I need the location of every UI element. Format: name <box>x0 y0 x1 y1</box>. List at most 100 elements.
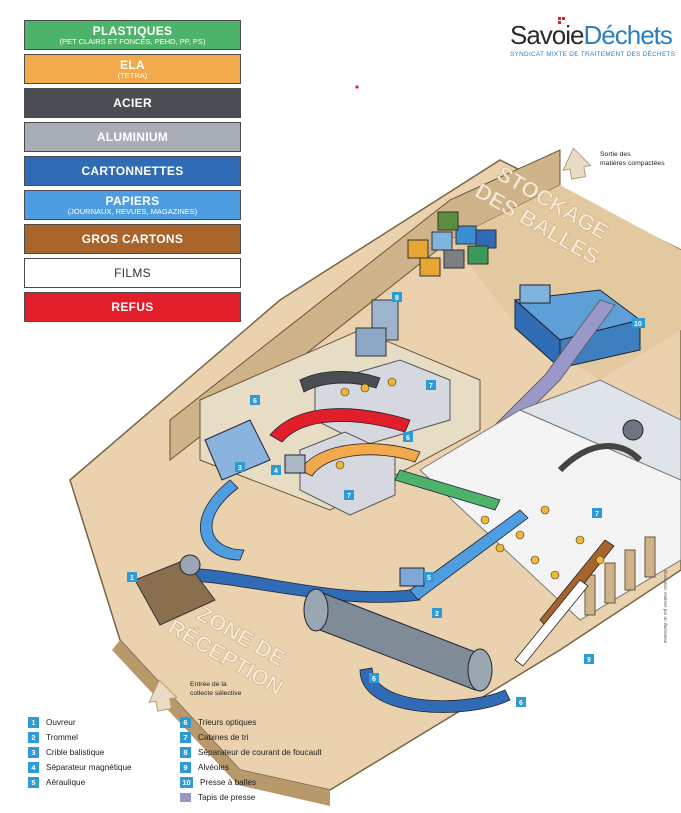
legend-label: Trommel <box>46 732 78 742</box>
legend-badge: 7 <box>180 731 191 743</box>
stream-gros-cartons: GROS CARTONS <box>24 224 241 254</box>
svg-text:6: 6 <box>519 700 523 707</box>
belt-cartonnettes <box>409 509 529 601</box>
legend-badge: 9 <box>180 761 191 773</box>
legend-item-4: 4 Séparateur magnétique <box>28 761 132 773</box>
eddy-current-separator <box>355 299 399 357</box>
entry-note-line1: Entrée de la <box>190 681 227 688</box>
equipment-badges: 1 2 3 4 5 6 6 6 6 7 7 7 8 9 10 <box>127 292 645 707</box>
aeraulique <box>399 567 425 587</box>
legend-badge: 10 <box>180 776 193 788</box>
stream-name: FILMS <box>114 265 151 280</box>
belt-acier <box>299 371 381 393</box>
stream-name: ALUMINIUM <box>96 129 169 144</box>
legend-label: Crible balistique <box>46 747 105 757</box>
badge-8: 8 <box>392 292 402 302</box>
legend-badge: 5 <box>28 776 39 788</box>
legend-label: Aéraulique <box>46 777 86 787</box>
exit-note: Sortie des matières compactées <box>600 150 665 168</box>
stream-name: REFUS <box>111 299 154 314</box>
legend-badge: 3 <box>28 746 39 758</box>
aspiration-ducts <box>557 419 644 473</box>
svg-text:7: 7 <box>347 493 351 500</box>
entry-note-line2: collecte sélective <box>190 690 242 697</box>
legend-item-10: 10 Presse à balles <box>180 776 256 788</box>
entry-note: Entrée de la collecte sélective <box>190 680 241 698</box>
legend-badge: 1 <box>28 716 39 728</box>
logo-word-b: Déchets <box>583 20 673 50</box>
stream-aluminium: ALUMINIUM <box>24 122 241 152</box>
legend-label: Presse à balles <box>200 777 256 787</box>
stream-acier: ACIER <box>24 88 241 118</box>
svg-text:3: 3 <box>238 465 242 472</box>
stream-sub: (JOURNAUX, REVUES, MAGAZINES) <box>67 206 198 216</box>
svg-text:6: 6 <box>406 435 410 442</box>
svg-text:5: 5 <box>427 575 431 582</box>
legend-badge: 4 <box>28 761 39 773</box>
bales-stack <box>407 211 497 277</box>
exit-arrow-icon <box>562 147 592 180</box>
exit-note-line2: matières compactées <box>600 160 665 167</box>
svg-text:6: 6 <box>253 398 257 405</box>
legend-label: Trieurs optiques <box>198 717 257 727</box>
press-belt-swatch <box>180 792 191 802</box>
logo-wordmark: SavoieDéchets <box>510 20 673 51</box>
belt-main-blue <box>164 567 421 603</box>
badge-1: 1 <box>127 572 137 582</box>
stream-plastiques: PLASTIQUES (PET CLAIRS ET FONCÉS, PEHD, … <box>24 20 241 50</box>
svg-text:4: 4 <box>274 468 278 475</box>
magnetic-separator <box>284 454 306 474</box>
badge-6a: 6 <box>250 395 260 405</box>
exit-note-line1: Sortie des <box>600 151 631 158</box>
belt-feed <box>200 479 245 561</box>
logo-mark-icon <box>558 17 566 25</box>
badge-7b: 7 <box>344 490 354 500</box>
svg-text:10: 10 <box>634 321 642 328</box>
legend-badge: 2 <box>28 731 39 743</box>
badge-4: 4 <box>271 465 281 475</box>
legend-item-5: 5 Aéraulique <box>28 776 85 788</box>
workers <box>335 377 605 580</box>
stream-name: PLASTIQUES <box>92 23 173 38</box>
badge-9: 9 <box>584 654 594 664</box>
belt-refus <box>269 408 411 443</box>
savoie-dechets-logo: SavoieDéchets SYNDICAT MIXTE DE TRAITEME… <box>510 17 675 70</box>
badge-6c: 6 <box>369 673 379 683</box>
stream-ela: ELA (TETRA) <box>24 54 241 84</box>
stream-refus: REFUS <box>24 292 241 322</box>
svg-text:2: 2 <box>435 611 439 618</box>
svg-text:7: 7 <box>595 511 599 518</box>
badge-10: 10 <box>632 318 645 328</box>
entry-arrow-icon <box>148 679 178 712</box>
ballistic-screen <box>204 419 271 481</box>
belt-lower-loop <box>359 667 511 713</box>
legend-label: Séparateur magnétique <box>46 762 132 772</box>
logo-word-a: Savoie <box>510 20 584 50</box>
trommel <box>303 588 493 692</box>
stream-name: ELA <box>120 57 145 72</box>
legend-label: Tapis de presse <box>198 792 256 802</box>
stream-name: ACIER <box>113 95 152 110</box>
svg-text:6: 6 <box>372 676 376 683</box>
right-hall-wall <box>518 379 681 481</box>
belt-films <box>514 579 589 667</box>
red-dot <box>355 85 359 89</box>
badge-5: 5 <box>424 572 434 582</box>
badge-6b: 6 <box>403 432 413 442</box>
badge-2: 2 <box>432 608 442 618</box>
badge-7c: 7 <box>592 508 602 518</box>
badge-6d: 6 <box>516 697 526 707</box>
svg-text:1: 1 <box>130 575 134 582</box>
legend-badge: 8 <box>180 746 191 758</box>
badge-3: 3 <box>235 462 245 472</box>
opener <box>134 554 216 626</box>
belt-plastiques <box>394 469 501 511</box>
stream-name: CARTONNETTES <box>81 163 184 178</box>
svg-text:7: 7 <box>429 383 433 390</box>
svg-text:8: 8 <box>395 295 399 302</box>
